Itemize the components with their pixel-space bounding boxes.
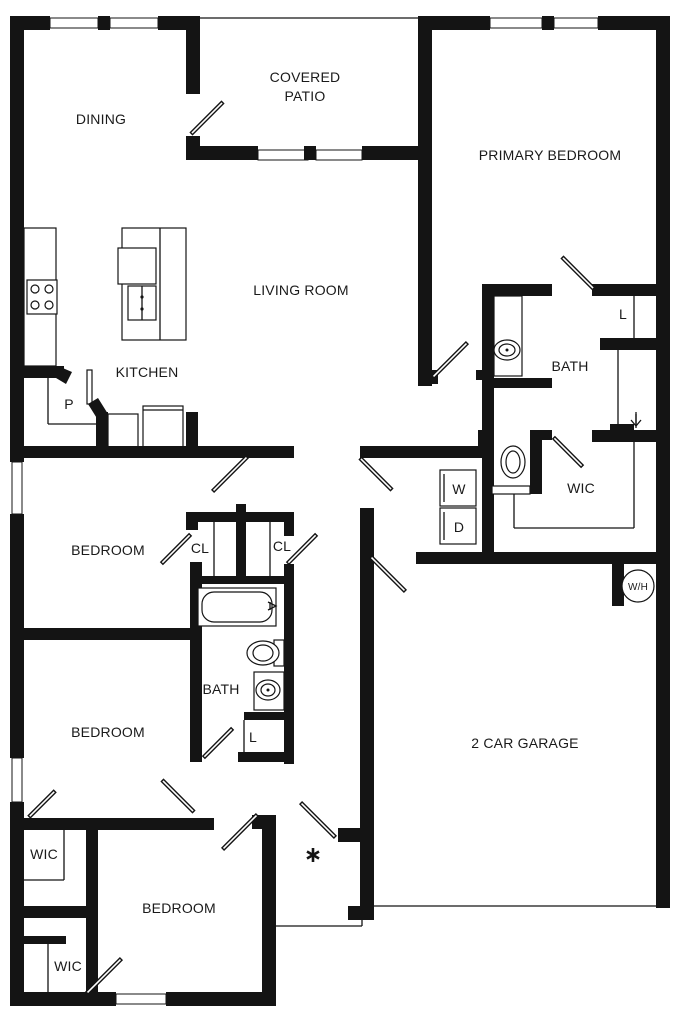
hall-bath-fixtures bbox=[197, 587, 294, 762]
exterior-walls bbox=[10, 16, 670, 1006]
label-living-room: LIVING ROOM bbox=[253, 282, 349, 298]
label-bedroom-4: BEDROOM bbox=[142, 900, 216, 916]
label-dryer: D bbox=[454, 519, 464, 535]
lower-bedroom-walls bbox=[10, 815, 374, 998]
label-closet-2: CL bbox=[273, 538, 291, 554]
label-primary-bedroom: PRIMARY BEDROOM bbox=[479, 147, 622, 163]
label-water-heater: W/H bbox=[628, 582, 648, 593]
windows bbox=[11, 17, 599, 1005]
label-linen-primary: L bbox=[619, 306, 627, 322]
garage bbox=[360, 508, 670, 908]
label-bedroom-3: BEDROOM bbox=[71, 724, 145, 740]
label-washer: W bbox=[452, 481, 466, 497]
primary-suite-walls bbox=[416, 284, 670, 564]
label-wic-3: WIC bbox=[30, 846, 58, 862]
label-covered-patio-1: COVERED bbox=[270, 69, 341, 85]
doors bbox=[27, 100, 596, 996]
hall-walls bbox=[10, 430, 490, 458]
label-pantry: P bbox=[64, 396, 74, 412]
label-wic-4: WIC bbox=[54, 958, 82, 974]
label-primary-wic: WIC bbox=[567, 480, 595, 496]
label-linen-hall: L bbox=[249, 729, 257, 745]
label-covered-patio-2: PATIO bbox=[285, 88, 326, 104]
laundry bbox=[439, 469, 477, 545]
asterisk-icon bbox=[306, 848, 320, 862]
label-primary-bath: BATH bbox=[551, 358, 588, 374]
kitchen-fixtures bbox=[22, 227, 198, 449]
label-dining: DINING bbox=[76, 111, 126, 127]
label-bedroom-2: BEDROOM bbox=[71, 542, 145, 558]
patio-walls bbox=[186, 16, 438, 386]
label-kitchen: KITCHEN bbox=[116, 364, 179, 380]
label-hall-bath: BATH bbox=[202, 681, 239, 697]
label-garage: 2 CAR GARAGE bbox=[471, 735, 578, 751]
bedroom-wing-walls bbox=[10, 504, 294, 764]
label-closet-1: CL bbox=[191, 540, 209, 556]
room-labels: DINING COVERED PATIO PRIMARY BEDROOM LIV… bbox=[30, 69, 648, 974]
